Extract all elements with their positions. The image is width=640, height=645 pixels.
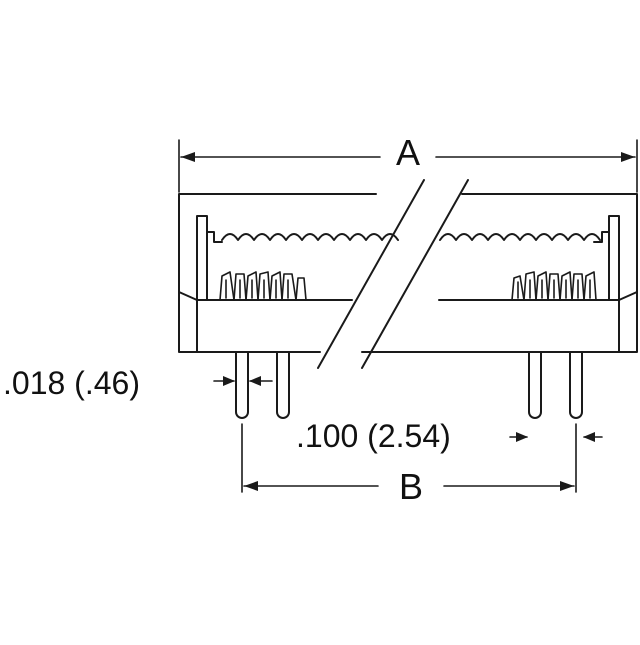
- dimension-a-label: A: [396, 132, 420, 173]
- pin-width-label: .018 (.46): [3, 365, 140, 401]
- pin-pitch-right-arrow: [583, 432, 595, 442]
- dimension-b-label: B: [399, 466, 423, 507]
- break-line-right: [361, 179, 469, 369]
- contact-wave-right: [439, 233, 601, 241]
- dimension-b-left-arrow: [244, 481, 258, 491]
- cavity-wall-right: [608, 215, 620, 301]
- dimension-pin-width: .018 (.46): [3, 365, 273, 401]
- cavity-wall-left: [196, 215, 208, 301]
- break-line-left: [317, 179, 425, 369]
- pin-width-right-arrow: [249, 376, 261, 386]
- pin-3: [528, 351, 542, 419]
- dimension-pin-pitch: .100 (2.54): [296, 418, 603, 454]
- pin-1: [235, 351, 249, 419]
- dimension-b: B: [241, 423, 577, 507]
- pin-pitch-left-arrow: [516, 432, 528, 442]
- pin-pitch-label: .100 (2.54): [296, 418, 451, 454]
- pin-width-left-arrow: [223, 376, 235, 386]
- housing-inner-ledge-right: [618, 291, 638, 301]
- contact-teeth-left: [219, 271, 307, 301]
- pin-4: [569, 351, 583, 419]
- pins: [235, 351, 583, 419]
- contact-teeth-right: [511, 271, 597, 301]
- cavity-latch-left: [206, 231, 223, 243]
- dimension-b-right-arrow: [560, 481, 574, 491]
- dimension-a: A: [178, 132, 638, 193]
- connector-body: [178, 179, 638, 369]
- pin-2: [276, 351, 290, 419]
- dimension-a-right-arrow: [621, 152, 635, 162]
- contact-wave-left: [221, 233, 399, 241]
- housing-left-outline: [178, 193, 377, 353]
- dimension-a-left-arrow: [181, 152, 195, 162]
- cavity-latch-right: [593, 231, 610, 243]
- housing-right-outline: [438, 193, 638, 353]
- housing-inner-ledge-left: [178, 291, 198, 301]
